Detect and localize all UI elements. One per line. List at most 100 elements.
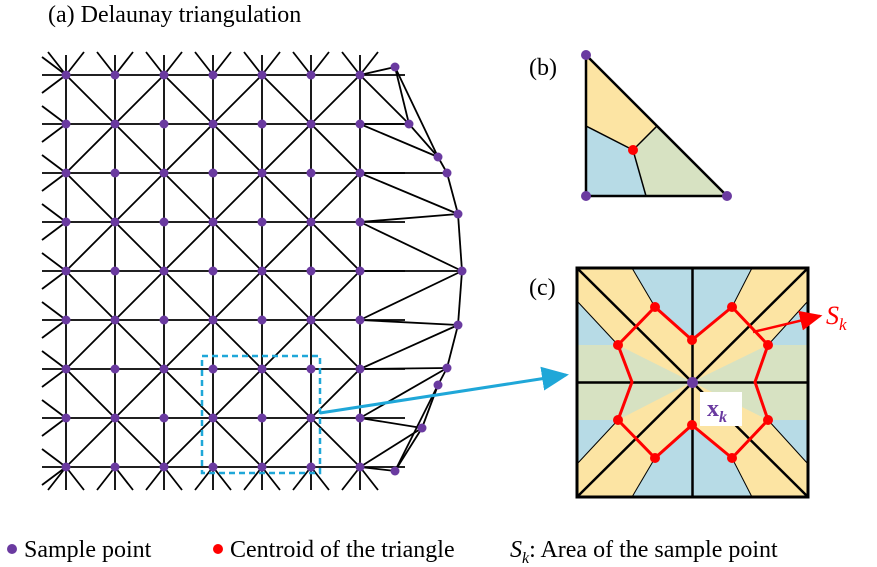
mesh-edge — [359, 324, 459, 370]
sample-point — [306, 266, 316, 276]
mesh-edge — [261, 466, 281, 491]
mesh-edge — [310, 221, 361, 272]
sample-point — [581, 50, 591, 60]
sample-point — [257, 315, 267, 325]
mesh-edge — [457, 213, 463, 272]
panel-b-triangle — [581, 50, 732, 201]
mesh-edge — [261, 368, 312, 419]
mesh-edge — [41, 319, 67, 339]
sample-point — [159, 217, 169, 227]
sample-point — [159, 462, 169, 472]
mesh-edge — [261, 123, 312, 174]
mesh-edge — [243, 466, 263, 491]
panel-a-label: (a) Delaunay triangulation — [48, 2, 301, 28]
sample-point — [110, 364, 120, 374]
mesh-edge — [114, 51, 134, 76]
sample-point — [355, 266, 365, 276]
mesh-edge — [261, 74, 312, 125]
panel-b-label: (b) — [529, 55, 557, 81]
sample-point — [453, 320, 463, 330]
sample-point — [257, 168, 267, 178]
sample-point — [306, 462, 316, 472]
sample-point — [159, 70, 169, 80]
sample-point — [208, 119, 218, 129]
sample-point — [306, 70, 316, 80]
sample-point — [390, 62, 400, 72]
sample-point — [61, 217, 71, 227]
mesh-edge — [212, 51, 232, 76]
mesh-edge — [163, 123, 214, 174]
mesh-edge — [261, 172, 312, 223]
mesh-edge — [212, 319, 263, 370]
sample-point — [257, 70, 267, 80]
mesh-edge — [446, 324, 459, 369]
mesh-edge — [243, 51, 263, 76]
centroid-point — [763, 340, 773, 350]
mesh-edge — [114, 270, 165, 321]
mesh-edge — [163, 51, 183, 76]
mesh-edge — [310, 123, 361, 174]
mesh-edge — [65, 123, 116, 174]
sample-point — [159, 315, 169, 325]
sample-point — [61, 413, 71, 423]
sample-point — [159, 364, 169, 374]
sample-point — [208, 266, 218, 276]
mesh-edge — [114, 417, 165, 468]
mesh-edge — [163, 270, 214, 321]
sample-point — [208, 364, 218, 374]
sample-point — [355, 119, 365, 129]
mesh-edge — [41, 448, 67, 468]
sample-point — [208, 217, 218, 227]
area-symbol: Sk — [826, 301, 847, 334]
centroid-point — [650, 453, 660, 463]
sample-point — [257, 266, 267, 276]
highlight-box — [200, 354, 322, 475]
sample-point — [208, 70, 218, 80]
sample-point — [306, 315, 316, 325]
sample-point — [110, 315, 120, 325]
mesh-edge — [96, 466, 116, 491]
mesh-edge — [65, 221, 116, 272]
mesh-edge — [163, 74, 214, 125]
sample-point — [355, 70, 365, 80]
mesh-edge — [212, 466, 232, 491]
sample-point — [453, 209, 463, 219]
sample-point-xk — [687, 377, 698, 388]
region — [692, 268, 752, 340]
zoom-arrow — [319, 366, 569, 415]
mesh-edge — [359, 427, 423, 468]
region-border — [576, 300, 619, 346]
centroid-point — [687, 335, 697, 345]
mesh-edge — [41, 466, 67, 486]
sample-point — [110, 413, 120, 423]
sample-point — [61, 70, 71, 80]
mesh-edge — [212, 123, 263, 174]
mesh-edge — [163, 466, 183, 491]
mesh-edge — [359, 466, 396, 472]
mesh-edge — [163, 319, 214, 370]
sample-point — [390, 466, 400, 476]
sample-point — [722, 191, 732, 201]
mesh-edge — [359, 221, 463, 272]
sample-point — [61, 315, 71, 325]
centroid-point — [763, 415, 773, 425]
mesh-edge — [261, 417, 312, 468]
mesh-edge — [41, 172, 67, 192]
mesh-edge — [394, 384, 439, 472]
mesh-edge — [65, 417, 116, 468]
sample-point — [257, 462, 267, 472]
legend-sample-point: Sample point — [24, 537, 152, 563]
mesh-edge — [292, 466, 312, 491]
mesh-edge — [261, 51, 281, 76]
mesh-edge — [41, 270, 67, 290]
mesh-edge — [65, 172, 116, 223]
centroid-point — [613, 340, 623, 350]
mesh-edge — [359, 367, 448, 370]
mesh-edge — [341, 466, 361, 491]
mesh-edge — [41, 301, 67, 321]
region — [632, 268, 692, 340]
mesh-edge — [41, 123, 67, 143]
sample-point — [355, 217, 365, 227]
sample-point — [355, 168, 365, 178]
sample-point — [306, 364, 316, 374]
